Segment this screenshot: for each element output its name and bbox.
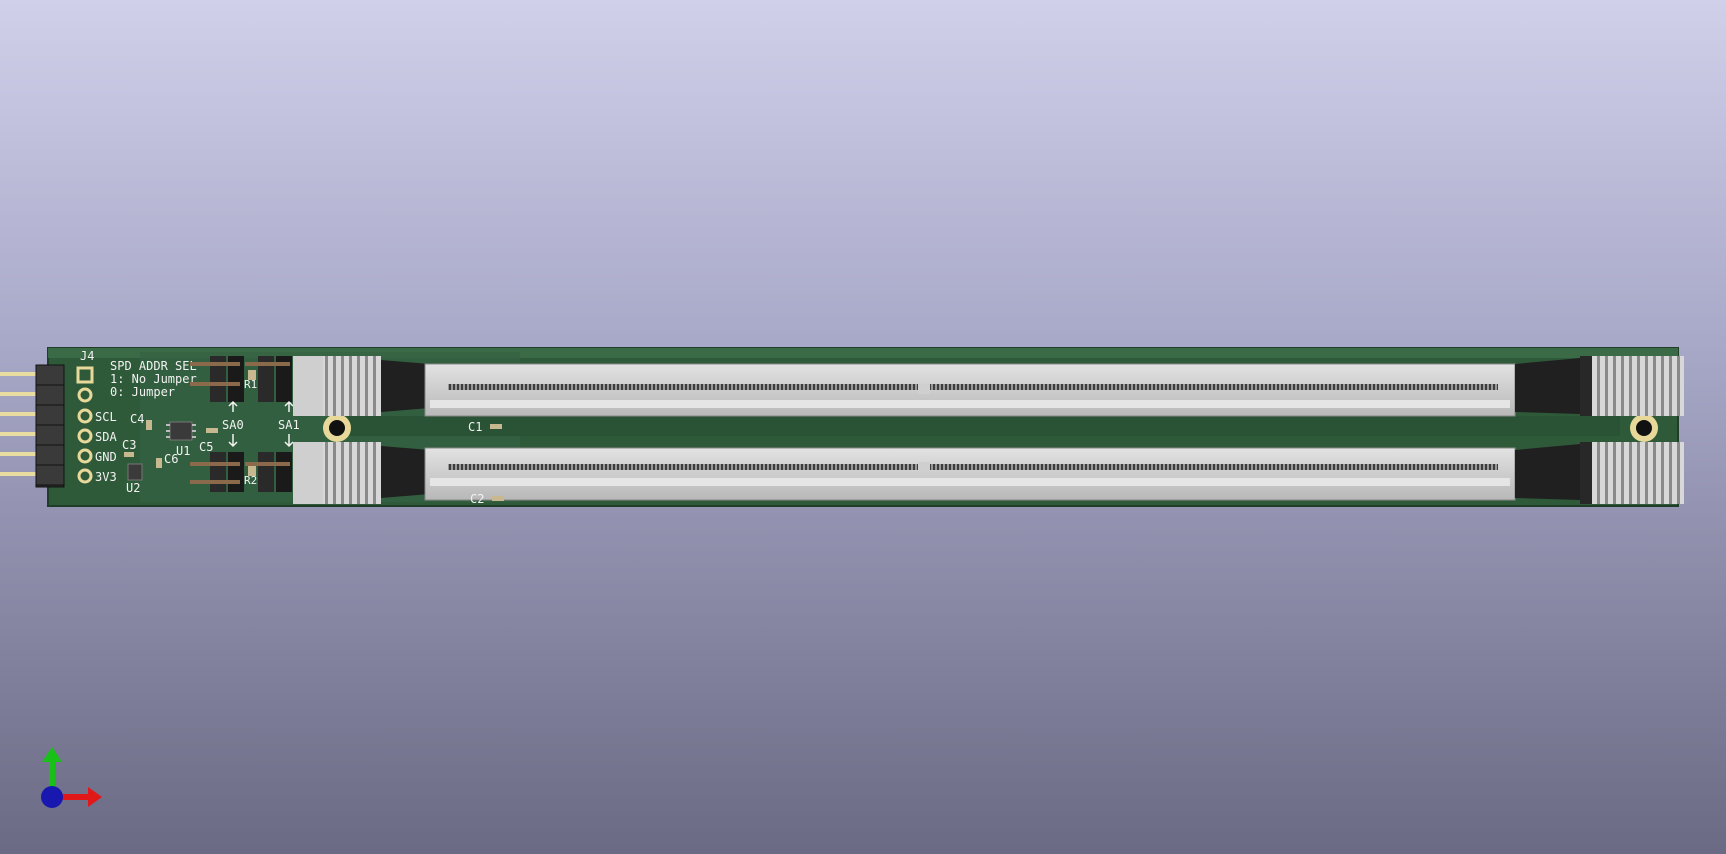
c1-ref-label: C1 bbox=[468, 420, 482, 434]
c6-ref-label: C6 bbox=[164, 452, 178, 466]
dimm-socket-bottom[interactable] bbox=[293, 442, 1684, 504]
mounting-hole-right bbox=[1630, 414, 1658, 442]
c5-ref-label: C5 bbox=[199, 440, 213, 454]
jumper-arrows bbox=[228, 400, 294, 448]
capacitor-c6[interactable] bbox=[156, 458, 162, 468]
jumper-sa0-top[interactable] bbox=[190, 356, 244, 402]
ic-u2[interactable] bbox=[127, 463, 143, 481]
pin-label-3v3: 3V3 bbox=[95, 470, 117, 484]
r1-ref-label: R1 bbox=[244, 378, 257, 391]
capacitor-c4[interactable] bbox=[146, 420, 152, 430]
jumper-note-title: SPD ADDR SEL bbox=[110, 359, 197, 373]
jumper-label-sa0: SA0 bbox=[222, 418, 244, 432]
u1-ref-label: U1 bbox=[176, 444, 190, 458]
pin-label-sda: SDA bbox=[95, 430, 117, 444]
ic-u1[interactable] bbox=[166, 421, 196, 441]
capacitor-c3[interactable] bbox=[124, 452, 134, 457]
dimm-socket-top[interactable] bbox=[293, 356, 1684, 417]
jumper-sa0-bottom[interactable] bbox=[190, 452, 244, 492]
z-axis-dot-icon bbox=[41, 786, 63, 808]
resistor-r1[interactable] bbox=[248, 370, 256, 380]
mounting-hole-left bbox=[323, 414, 351, 442]
jumper-note-line2: 1: No Jumper bbox=[110, 372, 197, 386]
jumper-sa1-bottom[interactable] bbox=[245, 452, 292, 492]
r2-ref-label: R2 bbox=[244, 474, 257, 487]
c4-ref-label: C4 bbox=[130, 412, 144, 426]
axis-orientation-gizmo bbox=[41, 747, 102, 808]
y-axis-arrow-icon bbox=[42, 747, 62, 790]
jumper-note-line3: 0: Jumper bbox=[110, 385, 175, 399]
jumper-sa1-top[interactable] bbox=[245, 356, 292, 402]
capacitor-c2[interactable] bbox=[492, 496, 504, 501]
u2-ref-label: U2 bbox=[126, 481, 140, 495]
c2-ref-label: C2 bbox=[470, 492, 484, 506]
pin-label-scl: SCL bbox=[95, 410, 117, 424]
header-pins bbox=[0, 372, 40, 476]
pin-label-gnd: GND bbox=[95, 450, 117, 464]
x-axis-arrow-icon bbox=[54, 787, 102, 807]
resistor-r2[interactable] bbox=[248, 466, 256, 476]
j4-ref-label: J4 bbox=[80, 349, 94, 363]
header-connector-j4[interactable] bbox=[35, 364, 65, 488]
header-pads bbox=[76, 366, 94, 484]
capacitor-misc bbox=[206, 428, 218, 433]
capacitor-c1[interactable] bbox=[490, 424, 502, 429]
jumper-label-sa1: SA1 bbox=[278, 418, 300, 432]
c3-ref-label: C3 bbox=[122, 438, 136, 452]
